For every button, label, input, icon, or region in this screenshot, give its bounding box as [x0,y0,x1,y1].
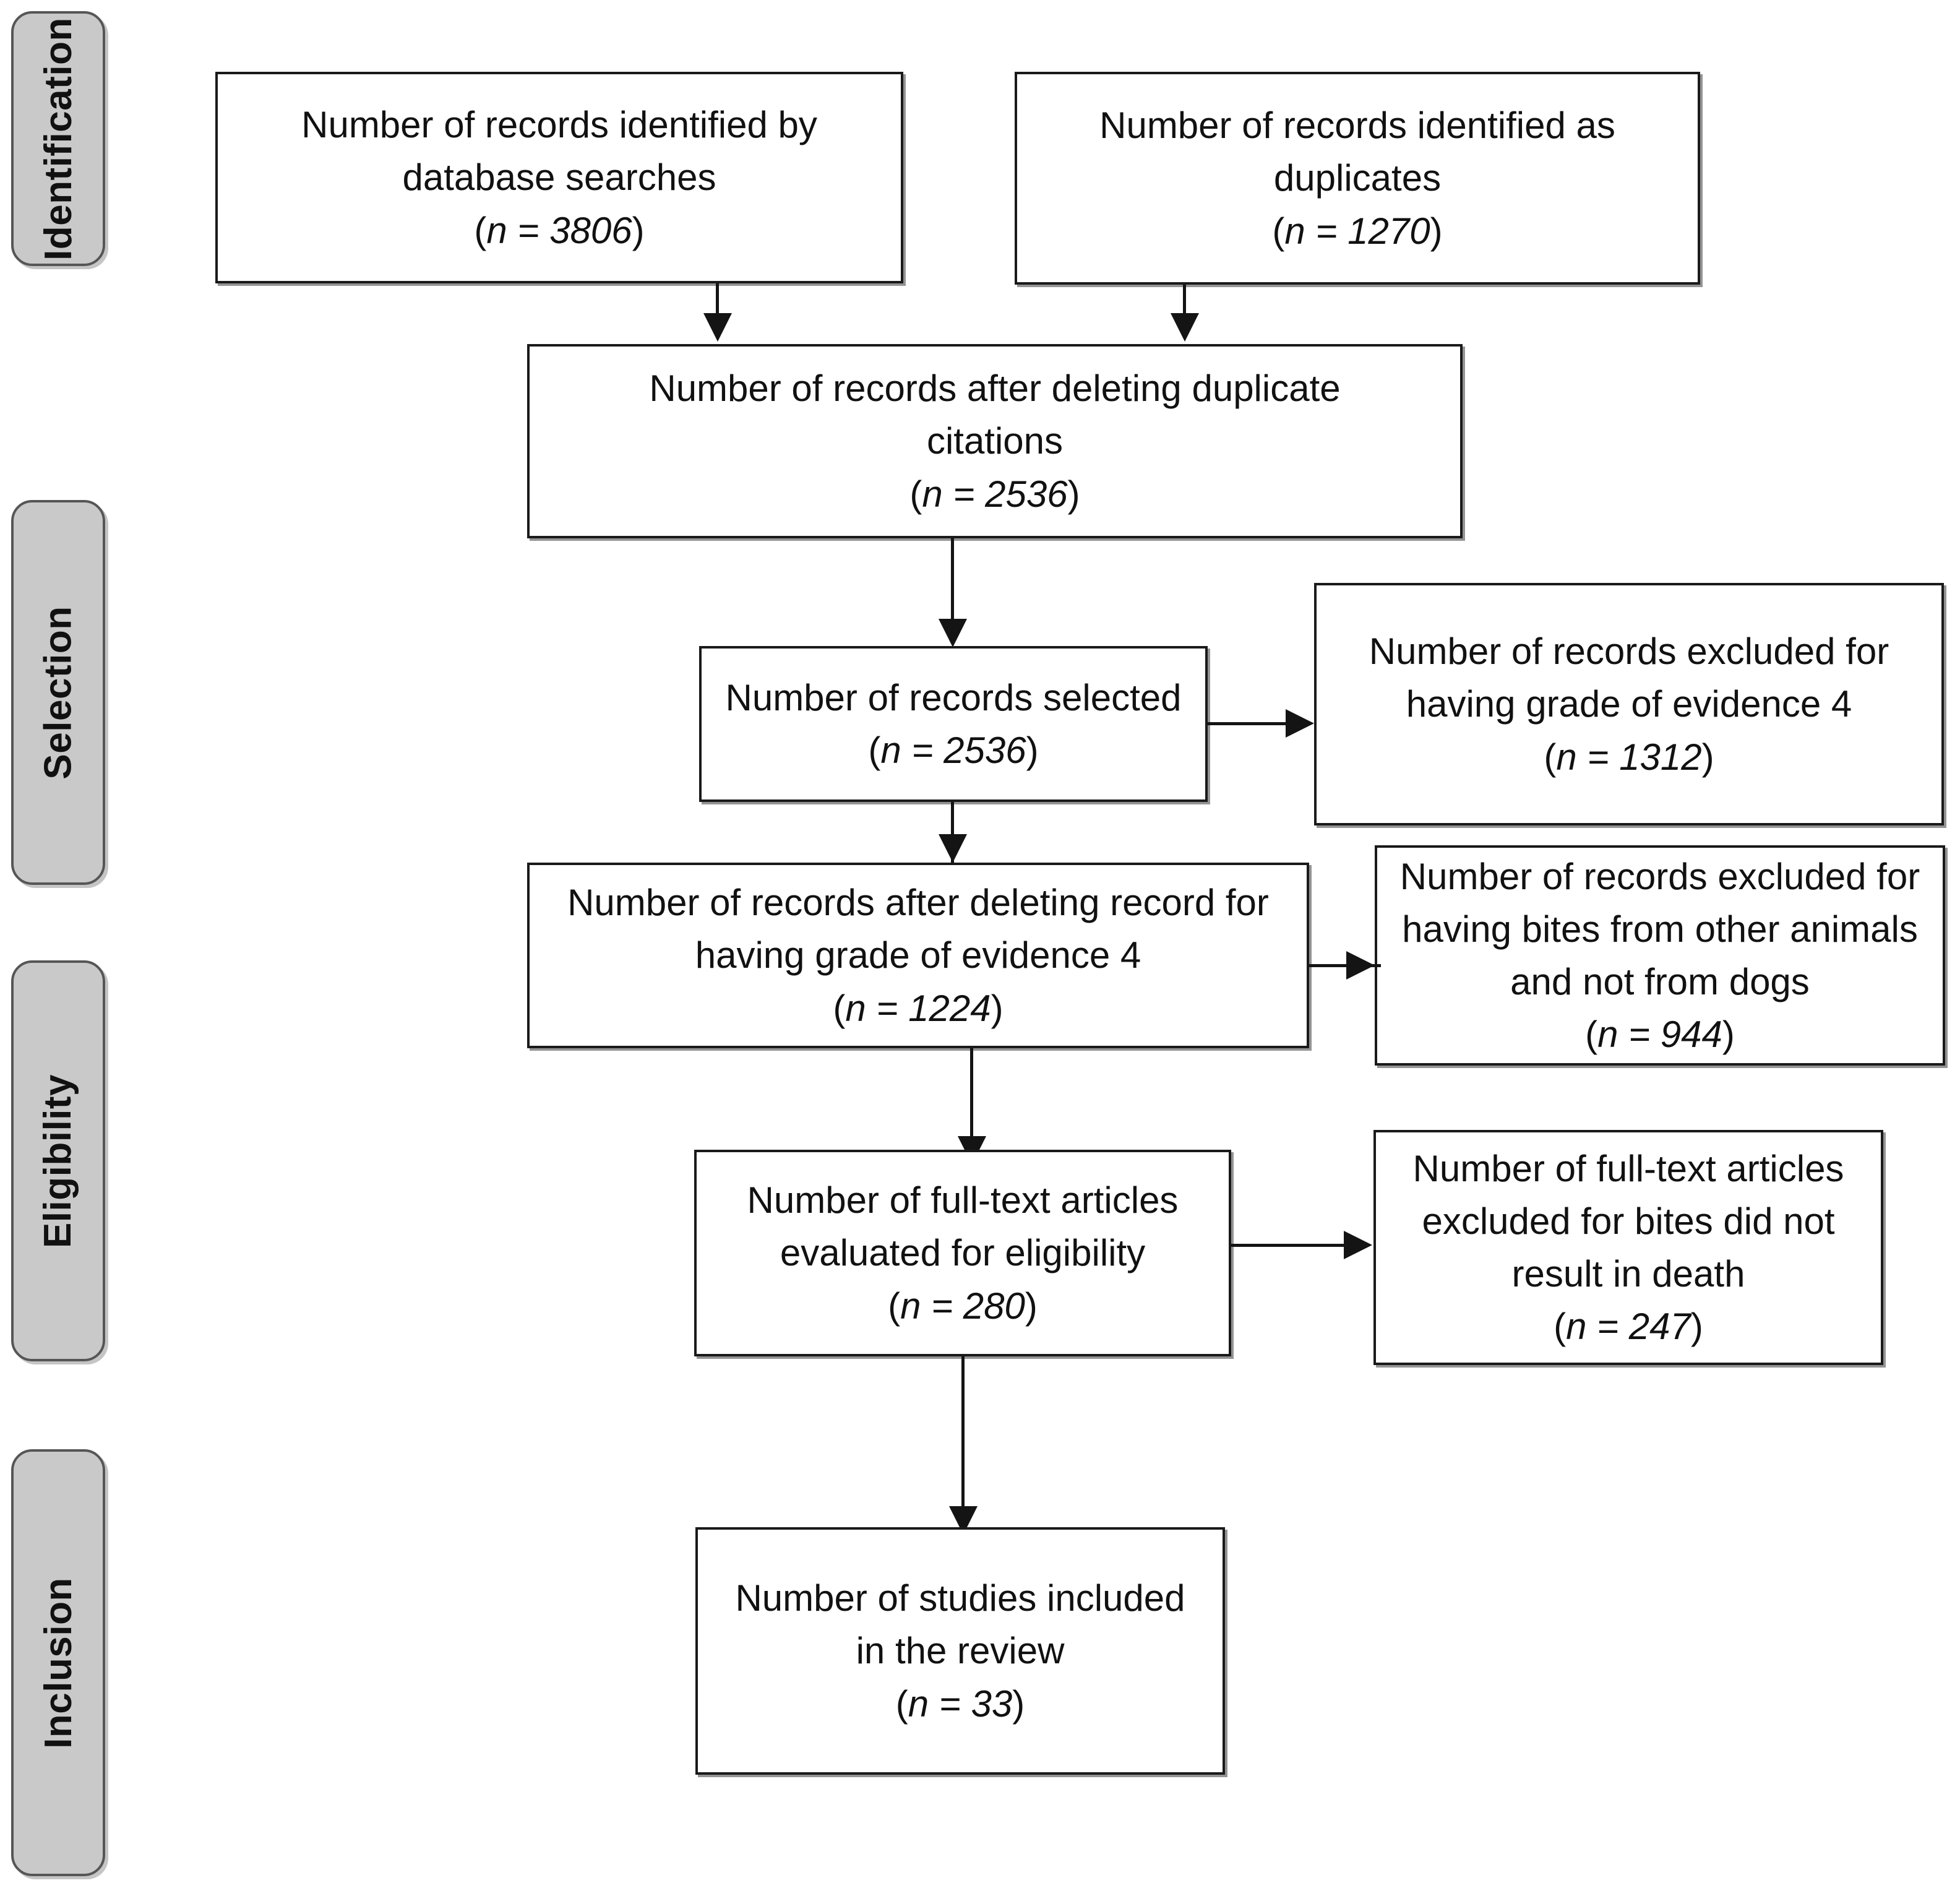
box-records-after-deleting-duplicates: Number of records after deleting duplica… [527,344,1463,538]
arrowhead-selected-to-excluded-grade4 [1286,709,1314,738]
box-studies-included: Number of studies included in the review… [695,1527,1225,1775]
box-line: having grade of evidence 4 [1406,683,1852,725]
box-line: duplicates [1273,157,1442,199]
box-line: Number of records excluded for [1369,631,1889,673]
box-line: database searches [402,157,716,199]
box-count: (n = 280) [888,1285,1038,1327]
box-count: (n = 33) [895,1683,1025,1725]
box-line: Number of records excluded for [1399,855,1920,897]
connector-dedup-to-selected [951,538,954,621]
arrowhead-fulltext-to-excluded-no-death [1344,1231,1372,1259]
box-records-excluded-grade4: Number of records excluded for having gr… [1314,583,1944,825]
box-line: having bites from other animals [1402,908,1918,950]
box-line: Number of records selected [725,676,1182,718]
stage-label-identification: Identification [37,17,80,261]
connector-duplicates-to-dedup [1183,285,1186,316]
arrowhead-after-grade4-to-excluded-animals [1346,951,1375,980]
connector-after-grade4-to-excluded-animals [1309,964,1381,967]
stage-label-inclusion: Inclusion [37,1577,80,1749]
box-line: Number of records after deleting duplica… [649,368,1341,410]
box-line: Number of records identified by [301,104,817,146]
stage-pill-eligibility: Eligibility [11,960,105,1361]
box-records-identified-duplicates: Number of records identified as duplicat… [1015,72,1700,285]
box-line: and not from dogs [1510,961,1810,1002]
box-line: Number of studies included [735,1577,1185,1619]
arrowhead-dedup-to-selected [939,619,967,647]
box-line: excluded for bites did not [1422,1200,1835,1242]
box-count: (n = 1270) [1272,210,1443,252]
box-line: in the review [856,1630,1065,1672]
box-line: result in death [1511,1253,1745,1295]
box-count: (n = 3806) [474,209,645,251]
box-line: Number of records identified as [1099,105,1615,147]
connector-identified-to-dedup [716,283,719,316]
box-line: citations [926,420,1064,462]
box-line: Number of records after deleting record … [567,882,1269,924]
box-records-selected: Number of records selected (n = 2536) [699,646,1208,802]
box-count: (n = 247) [1554,1306,1703,1348]
box-records-identified-database: Number of records identified by database… [215,72,903,283]
box-records-after-deleting-grade4: Number of records after deleting record … [527,863,1309,1048]
box-line: Number of full-text articles [747,1179,1179,1222]
box-count: (n = 2536) [909,473,1080,515]
connector-fulltext-to-excluded-no-death [1231,1244,1346,1247]
stage-label-eligibility: Eligibility [37,1074,80,1248]
box-count: (n = 1312) [1544,736,1714,778]
box-count: (n = 2536) [868,730,1039,771]
arrowhead-duplicates-to-dedup [1171,313,1199,342]
connector-selected-to-excluded-grade4 [1208,722,1288,725]
stage-pill-identification: Identification [11,11,105,266]
arrowhead-selected-to-after-grade4 [939,834,967,863]
box-fulltext-excluded-no-death: Number of full-text articles excluded fo… [1373,1130,1883,1365]
connector-fulltext-to-included [961,1356,965,1517]
box-fulltext-evaluated: Number of full-text articles evaluated f… [694,1150,1231,1356]
stage-pill-selection: Selection [11,500,105,885]
box-line: having grade of evidence 4 [695,934,1141,976]
box-count: (n = 944) [1585,1014,1735,1056]
stage-pill-inclusion: Inclusion [11,1449,105,1876]
stage-label-selection: Selection [37,605,80,780]
box-line: evaluated for eligibility [780,1232,1146,1274]
box-count: (n = 1224) [833,987,1004,1029]
arrowhead-identified-to-dedup [703,313,732,342]
connector-after-grade4-to-fulltext [970,1048,973,1140]
box-line: Number of full-text articles [1412,1147,1844,1189]
box-records-excluded-other-animals: Number of records excluded for having bi… [1375,845,1945,1066]
